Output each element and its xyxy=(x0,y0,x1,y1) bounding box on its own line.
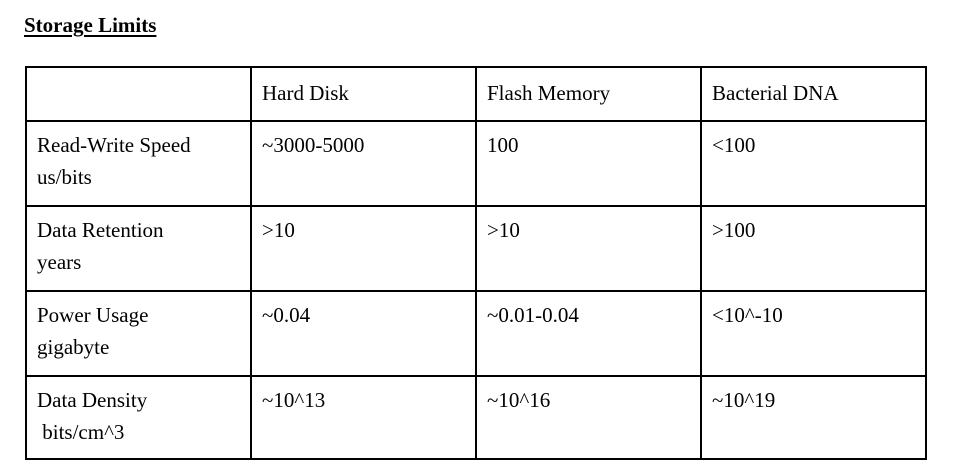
cell-flash-memory: ~10^16 xyxy=(475,375,702,460)
cell-bacterial-dna: >100 xyxy=(700,205,927,292)
table-row: Read-Write Speed us/bits ~3000-5000 100 … xyxy=(25,120,927,207)
table-row: Data Density bits/cm^3 ~10^13 ~10^16 ~10… xyxy=(25,375,927,460)
row-unit-line: us/bits xyxy=(37,165,92,189)
row-label-line: Data Retention xyxy=(37,218,164,242)
row-label-data-density: Data Density bits/cm^3 xyxy=(25,375,252,460)
cell-bacterial-dna: <10^-10 xyxy=(700,290,927,377)
cell-flash-memory: >10 xyxy=(475,205,702,292)
cell-bacterial-dna: <100 xyxy=(700,120,927,207)
cell-hard-disk: >10 xyxy=(250,205,477,292)
cell-flash-memory: ~0.01-0.04 xyxy=(475,290,702,377)
header-cell-empty xyxy=(25,66,252,122)
table-row: Power Usage gigabyte ~0.04 ~0.01-0.04 <1… xyxy=(25,290,927,377)
row-label-line: Power Usage xyxy=(37,303,149,327)
row-label-power-usage: Power Usage gigabyte xyxy=(25,290,252,377)
cell-bacterial-dna: ~10^19 xyxy=(700,375,927,460)
row-unit-line: gigabyte xyxy=(37,335,110,359)
header-cell-hard-disk: Hard Disk xyxy=(250,66,477,122)
row-label-line: Data Density xyxy=(37,388,148,412)
storage-limits-table: Hard Disk Flash Memory Bacterial DNA Rea… xyxy=(25,66,927,460)
row-label-data-retention: Data Retention years xyxy=(25,205,252,292)
header-cell-flash-memory: Flash Memory xyxy=(475,66,702,122)
row-unit-line: years xyxy=(37,250,82,274)
cell-flash-memory: 100 xyxy=(475,120,702,207)
row-unit-line: bits/cm^3 xyxy=(37,420,125,444)
cell-hard-disk: ~0.04 xyxy=(250,290,477,377)
header-cell-bacterial-dna: Bacterial DNA xyxy=(700,66,927,122)
row-label-line: Read-Write Speed xyxy=(37,133,191,157)
row-label-read-write-speed: Read-Write Speed us/bits xyxy=(25,120,252,207)
document-title: Storage Limits xyxy=(24,13,157,37)
table-header-row: Hard Disk Flash Memory Bacterial DNA xyxy=(25,66,927,122)
cell-hard-disk: ~3000-5000 xyxy=(250,120,477,207)
cell-hard-disk: ~10^13 xyxy=(250,375,477,460)
table-row: Data Retention years >10 >10 >100 xyxy=(25,205,927,292)
